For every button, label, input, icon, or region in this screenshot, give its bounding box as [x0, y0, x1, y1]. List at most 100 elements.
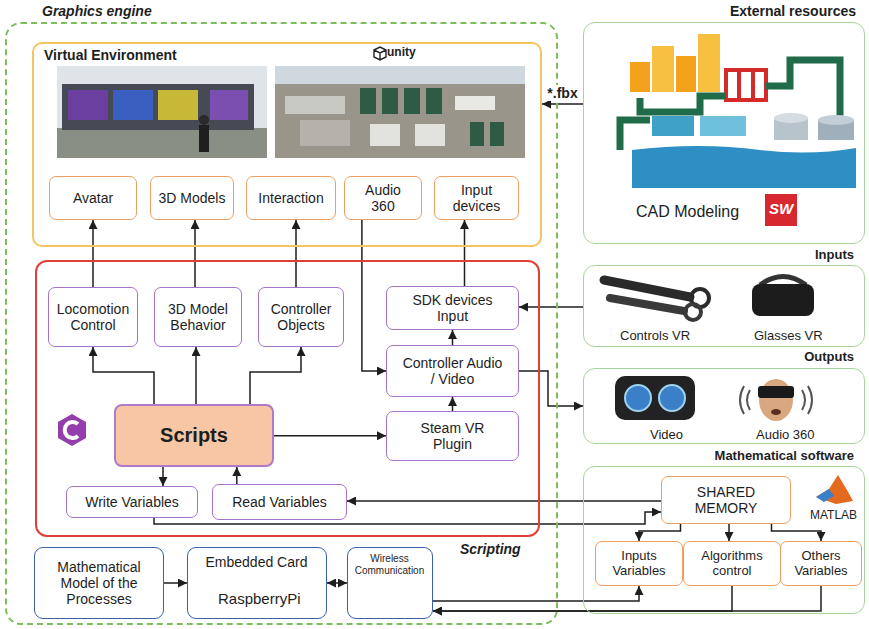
component-box: Interaction [246, 176, 336, 220]
illustration-shape [685, 304, 701, 320]
connector-arrow [728, 524, 730, 541]
connector-arrow [92, 220, 94, 287]
node-label: Others Variables [781, 549, 861, 579]
illustration-shape [640, 96, 726, 112]
illustration-shape [382, 88, 398, 114]
illustration-shape [747, 390, 750, 410]
illustration-shape [760, 277, 806, 286]
script-module-box: Controller Audio / Video [386, 345, 519, 397]
node-text: Audio 360 [756, 428, 815, 443]
variable-box: Others Variables [780, 541, 862, 586]
illustration-shape [726, 70, 766, 100]
component-box: Audio 360 [344, 176, 422, 220]
vr-controllers [604, 280, 709, 320]
connector-arrow [519, 371, 583, 406]
script-module-box: Locomotion Control [48, 287, 138, 347]
node-label: Controller Objects [263, 301, 339, 333]
connector-arrow [327, 582, 347, 584]
illustration-shape [415, 124, 445, 146]
illustration-shape [62, 84, 254, 130]
node-label: Virtual Environment [44, 47, 177, 63]
connector-arrow [464, 220, 466, 286]
illustration-shape [68, 90, 108, 120]
node-label: Avatar [73, 190, 113, 206]
connector-arrow [236, 467, 238, 484]
illustration-shape [426, 88, 442, 114]
screenshot-avatar-scene [57, 66, 267, 158]
illustration-shape [766, 60, 840, 118]
connector-arrow [93, 347, 154, 404]
illustration-shape [275, 66, 525, 84]
connector-arrow [194, 220, 196, 287]
illustration-shape [737, 70, 741, 100]
csharp-logo [58, 414, 86, 446]
variable-box: Read Variables [212, 484, 347, 520]
illustration-shape [659, 385, 685, 411]
inputs-panel: InputsControls VRGlasses VR [583, 265, 865, 347]
node-label: Embedded Card [188, 554, 325, 570]
illustration-shape [740, 386, 744, 414]
logo-text: SW [765, 200, 797, 217]
node-label: 3D Models [159, 190, 226, 206]
graphics-engine-region: Graphics engineVirtual EnvironmentAvatar… [5, 22, 558, 625]
illustration-shape [808, 386, 812, 414]
component-box: Input devices [434, 176, 519, 220]
illustration-shape [57, 128, 267, 158]
node-label: Scripting [460, 541, 521, 557]
cad-illustration [620, 34, 856, 226]
outputs-panel: OutputsVideoAudio 360 [583, 368, 865, 444]
logo-text: unity [387, 46, 416, 60]
connector-arrow [772, 524, 822, 541]
illustration-shape [751, 70, 755, 100]
scripts-box: Scripts [114, 404, 274, 467]
node-text: Controls VR [620, 329, 690, 344]
person-audio [740, 379, 812, 421]
illustration-shape [615, 376, 695, 420]
component-box: 3D Models [150, 176, 234, 220]
node-label: SHARED MEMORY [681, 484, 771, 516]
node-label: Scripts [160, 424, 228, 447]
algorithm-box: Algorithms control [683, 541, 781, 586]
connector-arrow [639, 524, 681, 541]
illustration-shape [113, 90, 153, 120]
illustration-shape [275, 66, 525, 158]
illustration-shape [199, 125, 209, 152]
connector-arrow [433, 586, 821, 611]
node-label: Write Variables [85, 494, 179, 510]
illustration-shape [802, 390, 805, 410]
node-label: Read Variables [232, 494, 327, 510]
node-label: Inputs Variables [596, 549, 682, 579]
illustration-shape [758, 386, 794, 398]
illustration-shape [816, 489, 834, 502]
screenshot-plant-scene [275, 66, 525, 158]
connector-arrow [164, 582, 187, 584]
node-label: External resources [730, 3, 856, 19]
illustration-shape [771, 409, 781, 415]
node-label: Steam VR Plugin [413, 420, 493, 452]
node-label: Input devices [446, 182, 508, 214]
script-module-box: Controller Objects [258, 287, 344, 347]
variable-box: Write Variables [66, 486, 198, 518]
connector-arrow [162, 467, 164, 486]
illustration-shape [300, 120, 350, 146]
node-text: MATLAB [810, 509, 857, 523]
illustration-shape [630, 62, 650, 92]
illustration-shape [759, 379, 793, 421]
node-label: Mathematical Model of the Processes [43, 559, 155, 607]
component-box: Avatar [49, 176, 137, 220]
illustration-shape [374, 47, 386, 60]
illustration-shape [632, 146, 856, 188]
mathematical-software-panel: Mathematical softwareMATLABSHARED MEMORY… [583, 466, 865, 614]
illustration-shape [404, 88, 420, 114]
node-text: Glasses VR [754, 329, 823, 344]
node-label: Locomotion Control [49, 301, 137, 333]
script-module-box: SDK devices Input [386, 286, 519, 330]
illustration-shape [610, 298, 684, 311]
virtual-environment-panel: Virtual EnvironmentAvatar 3D Models Intera… [32, 42, 542, 247]
illustration-shape [158, 90, 198, 120]
illustration-shape [700, 116, 746, 136]
illustration-shape [620, 120, 650, 150]
illustration-shape [210, 90, 248, 120]
connector-arrow [195, 347, 197, 404]
illustration-shape [698, 34, 720, 92]
